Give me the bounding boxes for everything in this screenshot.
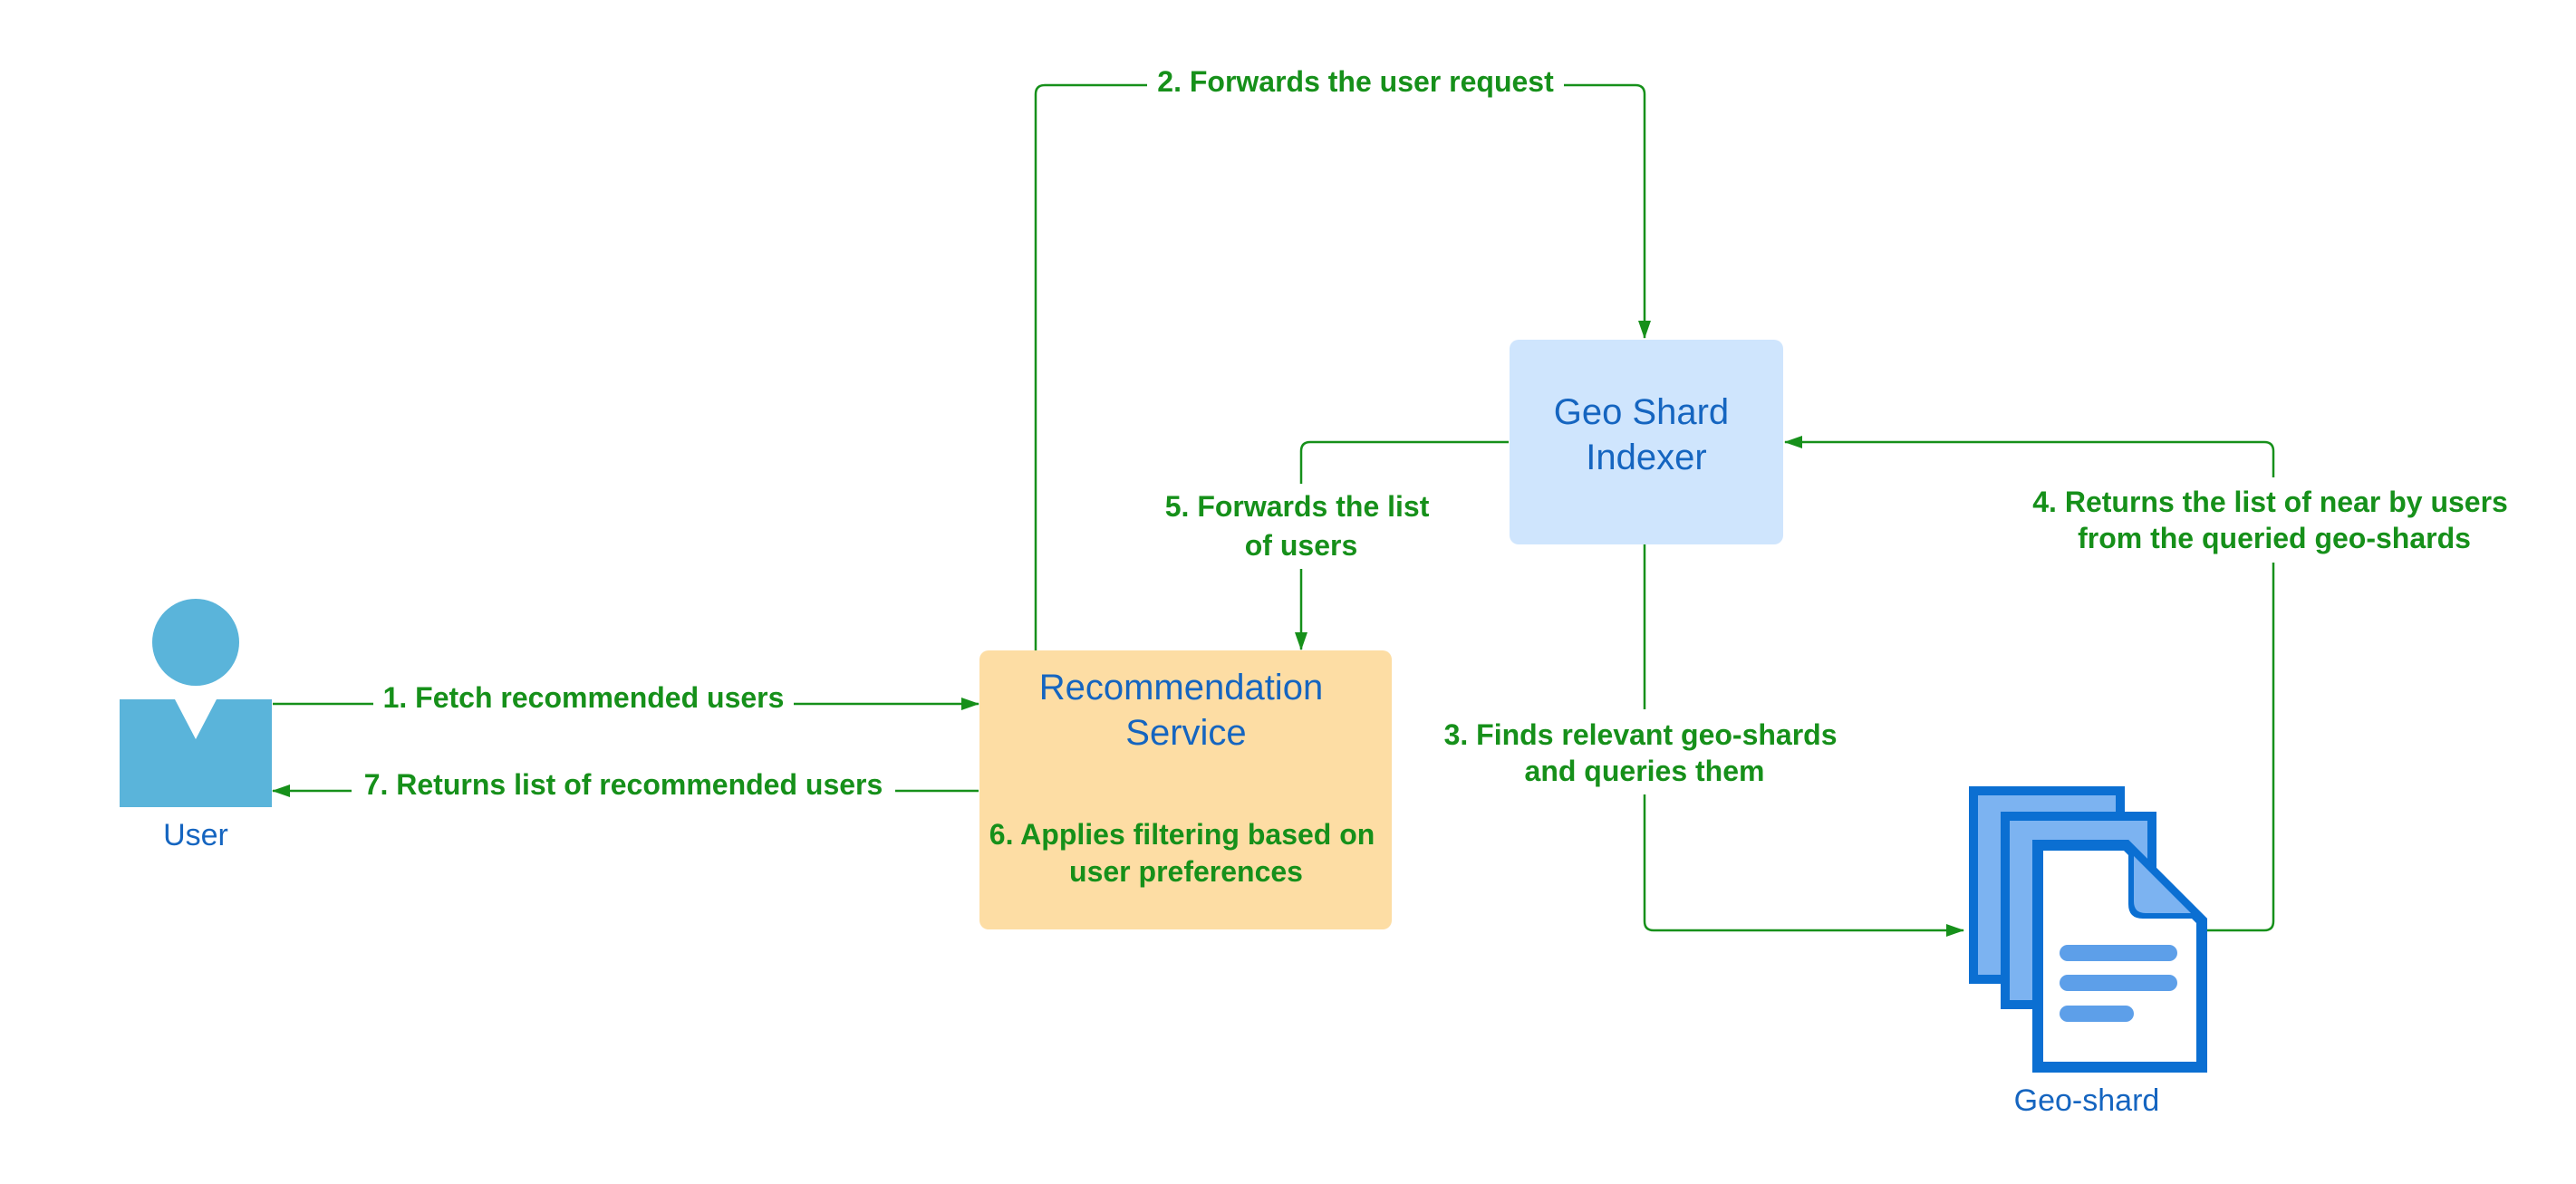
geo-shard-indexer-title: Geo Shard Indexer [1554,392,1740,477]
edge-label-return-recommended: 7. Returns list of recommended users [364,768,883,801]
user-icon [120,599,272,807]
edge-label-forward-request: 2. Forwards the user request [1157,65,1554,98]
recommendation-service-title: Recommendation Service [1039,668,1334,753]
edge-label-line: from the queried geo-shards [2078,522,2471,554]
geo-shard-indexer-box [1510,340,1783,544]
edge-label-line: 5. Forwards the list [1165,490,1430,523]
edge-label-line: 3. Finds relevant geo-shards [1444,718,1838,751]
geo-shard-indexer-title-line: Geo Shard [1554,392,1729,432]
edge-label-forward-list: 5. Forwards the list of users [1165,490,1438,562]
edge-label-return-nearby: 4. Returns the list of near by users fro… [2032,486,2515,554]
edge-label-line: 1. Fetch recommended users [383,681,785,714]
edge-label-line: 4. Returns the list of near by users [2032,486,2508,518]
connector-return-nearby [1784,436,2275,932]
user-label: User [163,818,228,852]
edge-label-line: and queries them [1525,755,1765,787]
edge-label-line: 7. Returns list of recommended users [364,768,883,801]
filtering-note-line: 6. Applies filtering based on [989,818,1375,851]
geo-shard-label: Geo-shard [2014,1083,2160,1118]
edge-label-find-shards: 3. Finds relevant geo-shards and queries… [1444,718,1846,787]
document-stack-icon [1969,786,2207,1073]
recommendation-service-title-line: Recommendation [1039,668,1324,708]
edge-label-line: of users [1245,529,1357,562]
connector-forward-list [1295,440,1509,650]
recommendation-service-title-line: Service [1125,713,1246,753]
recommendation-service-box [979,650,1392,929]
edge-label-fetch: 1. Fetch recommended users [383,681,785,714]
geo-shard-indexer-title-line: Indexer [1586,438,1706,477]
connector-find-shards [1643,544,1964,937]
edge-label-line: 2. Forwards the user request [1157,65,1554,98]
filtering-note-line: user preferences [1069,855,1303,888]
filtering-note: 6. Applies filtering based on user prefe… [989,818,1383,888]
